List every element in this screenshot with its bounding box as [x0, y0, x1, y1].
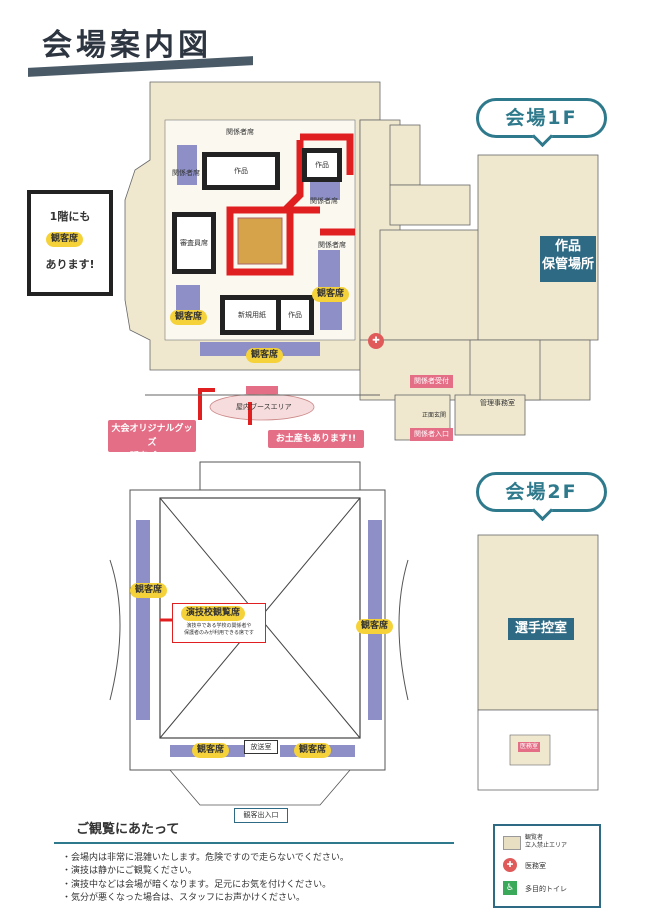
- seats-label-2f-left: 観客席: [130, 583, 168, 598]
- notes-title: ご観覧にあたって: [76, 822, 180, 837]
- legend: 観覧者 立入禁止エリア ✚ 医務室 ♿ 多目的トイレ: [493, 824, 601, 908]
- sakuhin-box-1: 作品: [202, 152, 280, 190]
- shinsa-box: 審査員席: [172, 212, 216, 274]
- seats-label-1f-left: 観客席: [170, 310, 208, 325]
- school-seats-note: 演技中である学校の関係者や 保護者のみが利用できる席です: [184, 623, 254, 636]
- exit-label: 観客出入口: [234, 808, 288, 823]
- medical-room-icon: ✚: [368, 333, 384, 349]
- notes-section: ご観覧にあたって ・会場内は非常に混雑いたします。危険ですので走らないでください…: [54, 821, 454, 906]
- souvenir-label: お土産もあります!!: [268, 430, 364, 448]
- floor1-callout: 1階にも 観客席 あります!: [27, 190, 113, 296]
- label-kankeisha-uketsuke: 関係者受付: [410, 375, 453, 388]
- callout-line1: 1階にも: [49, 210, 91, 223]
- label-kankeisha-right: 関係者席: [318, 241, 346, 249]
- note-line: ・演技は静かにご観覧ください。: [62, 866, 197, 877]
- seats-label-2f-bottom-left: 観客席: [192, 743, 230, 758]
- broadcast-room: 放送室: [244, 740, 278, 754]
- label-kanri: 管理事務室: [480, 399, 515, 407]
- accessible-toilet-icon: ♿: [503, 881, 517, 895]
- note-line: ・会場内は非常に混雑いたします。危険ですので走らないでください。: [62, 853, 349, 863]
- booth-area-label: 屋内ブースエリア: [236, 403, 292, 411]
- label-kankeisha-mid: 関係者席: [310, 197, 338, 205]
- seats-label-1f-bottom: 観客席: [246, 348, 284, 363]
- sakuhin-box-3: 作品: [276, 295, 314, 335]
- seats-label-2f-bottom-right: 観客席: [294, 743, 332, 758]
- sakuhin-box-2: 作品: [302, 148, 342, 182]
- medical-icon: ✚: [503, 858, 517, 872]
- small-medical-label: 医務室: [518, 742, 541, 752]
- storage-area-label: 作品 保管場所: [540, 236, 596, 282]
- seats-label-2f-right: 観客席: [356, 619, 394, 634]
- page-title: 会場案内図: [42, 28, 212, 63]
- goods-booth-label: 大会オリジナルグッズ 販売ブース: [108, 420, 196, 462]
- callout-badge: 観客席: [46, 232, 84, 247]
- label-shomen: 正面玄関: [422, 412, 447, 419]
- legend-restricted: 観覧者 立入禁止エリア: [525, 834, 568, 849]
- callout-line3: あります!: [45, 258, 95, 271]
- school-seats-title: 演技校観覧席: [181, 606, 246, 621]
- label-kankeisha-iriguchi: 関係者入口: [410, 428, 453, 441]
- label-kankeisha-left: 関係者席: [172, 169, 200, 177]
- entrance-route: [226, 133, 355, 276]
- player-room-label: 選手控室: [508, 618, 574, 640]
- floor1-pill: 会場1F: [476, 98, 607, 138]
- legend-toilet: 多目的トイレ: [525, 885, 567, 893]
- restricted-area-swatch: [503, 836, 521, 850]
- label-kankeisha-top: 関係者席: [226, 128, 254, 136]
- school-seats-callout: 演技校観覧席 演技中である学校の関係者や 保護者のみが利用できる席です: [172, 603, 266, 643]
- note-line: ・演技中などは会場が暗くなります。足元にお気を付けください。: [62, 879, 332, 890]
- performance-stage: [237, 217, 283, 265]
- legend-medical: 医務室: [525, 862, 546, 870]
- map-title: 会場案内図: [28, 12, 258, 77]
- note-line: ・気分が悪くなった場合は、スタッフにお声かけください。: [62, 893, 306, 904]
- seats-label-1f-right: 観客席: [312, 287, 350, 302]
- floor2-pill: 会場2F: [476, 472, 607, 512]
- notes-divider: [54, 842, 454, 844]
